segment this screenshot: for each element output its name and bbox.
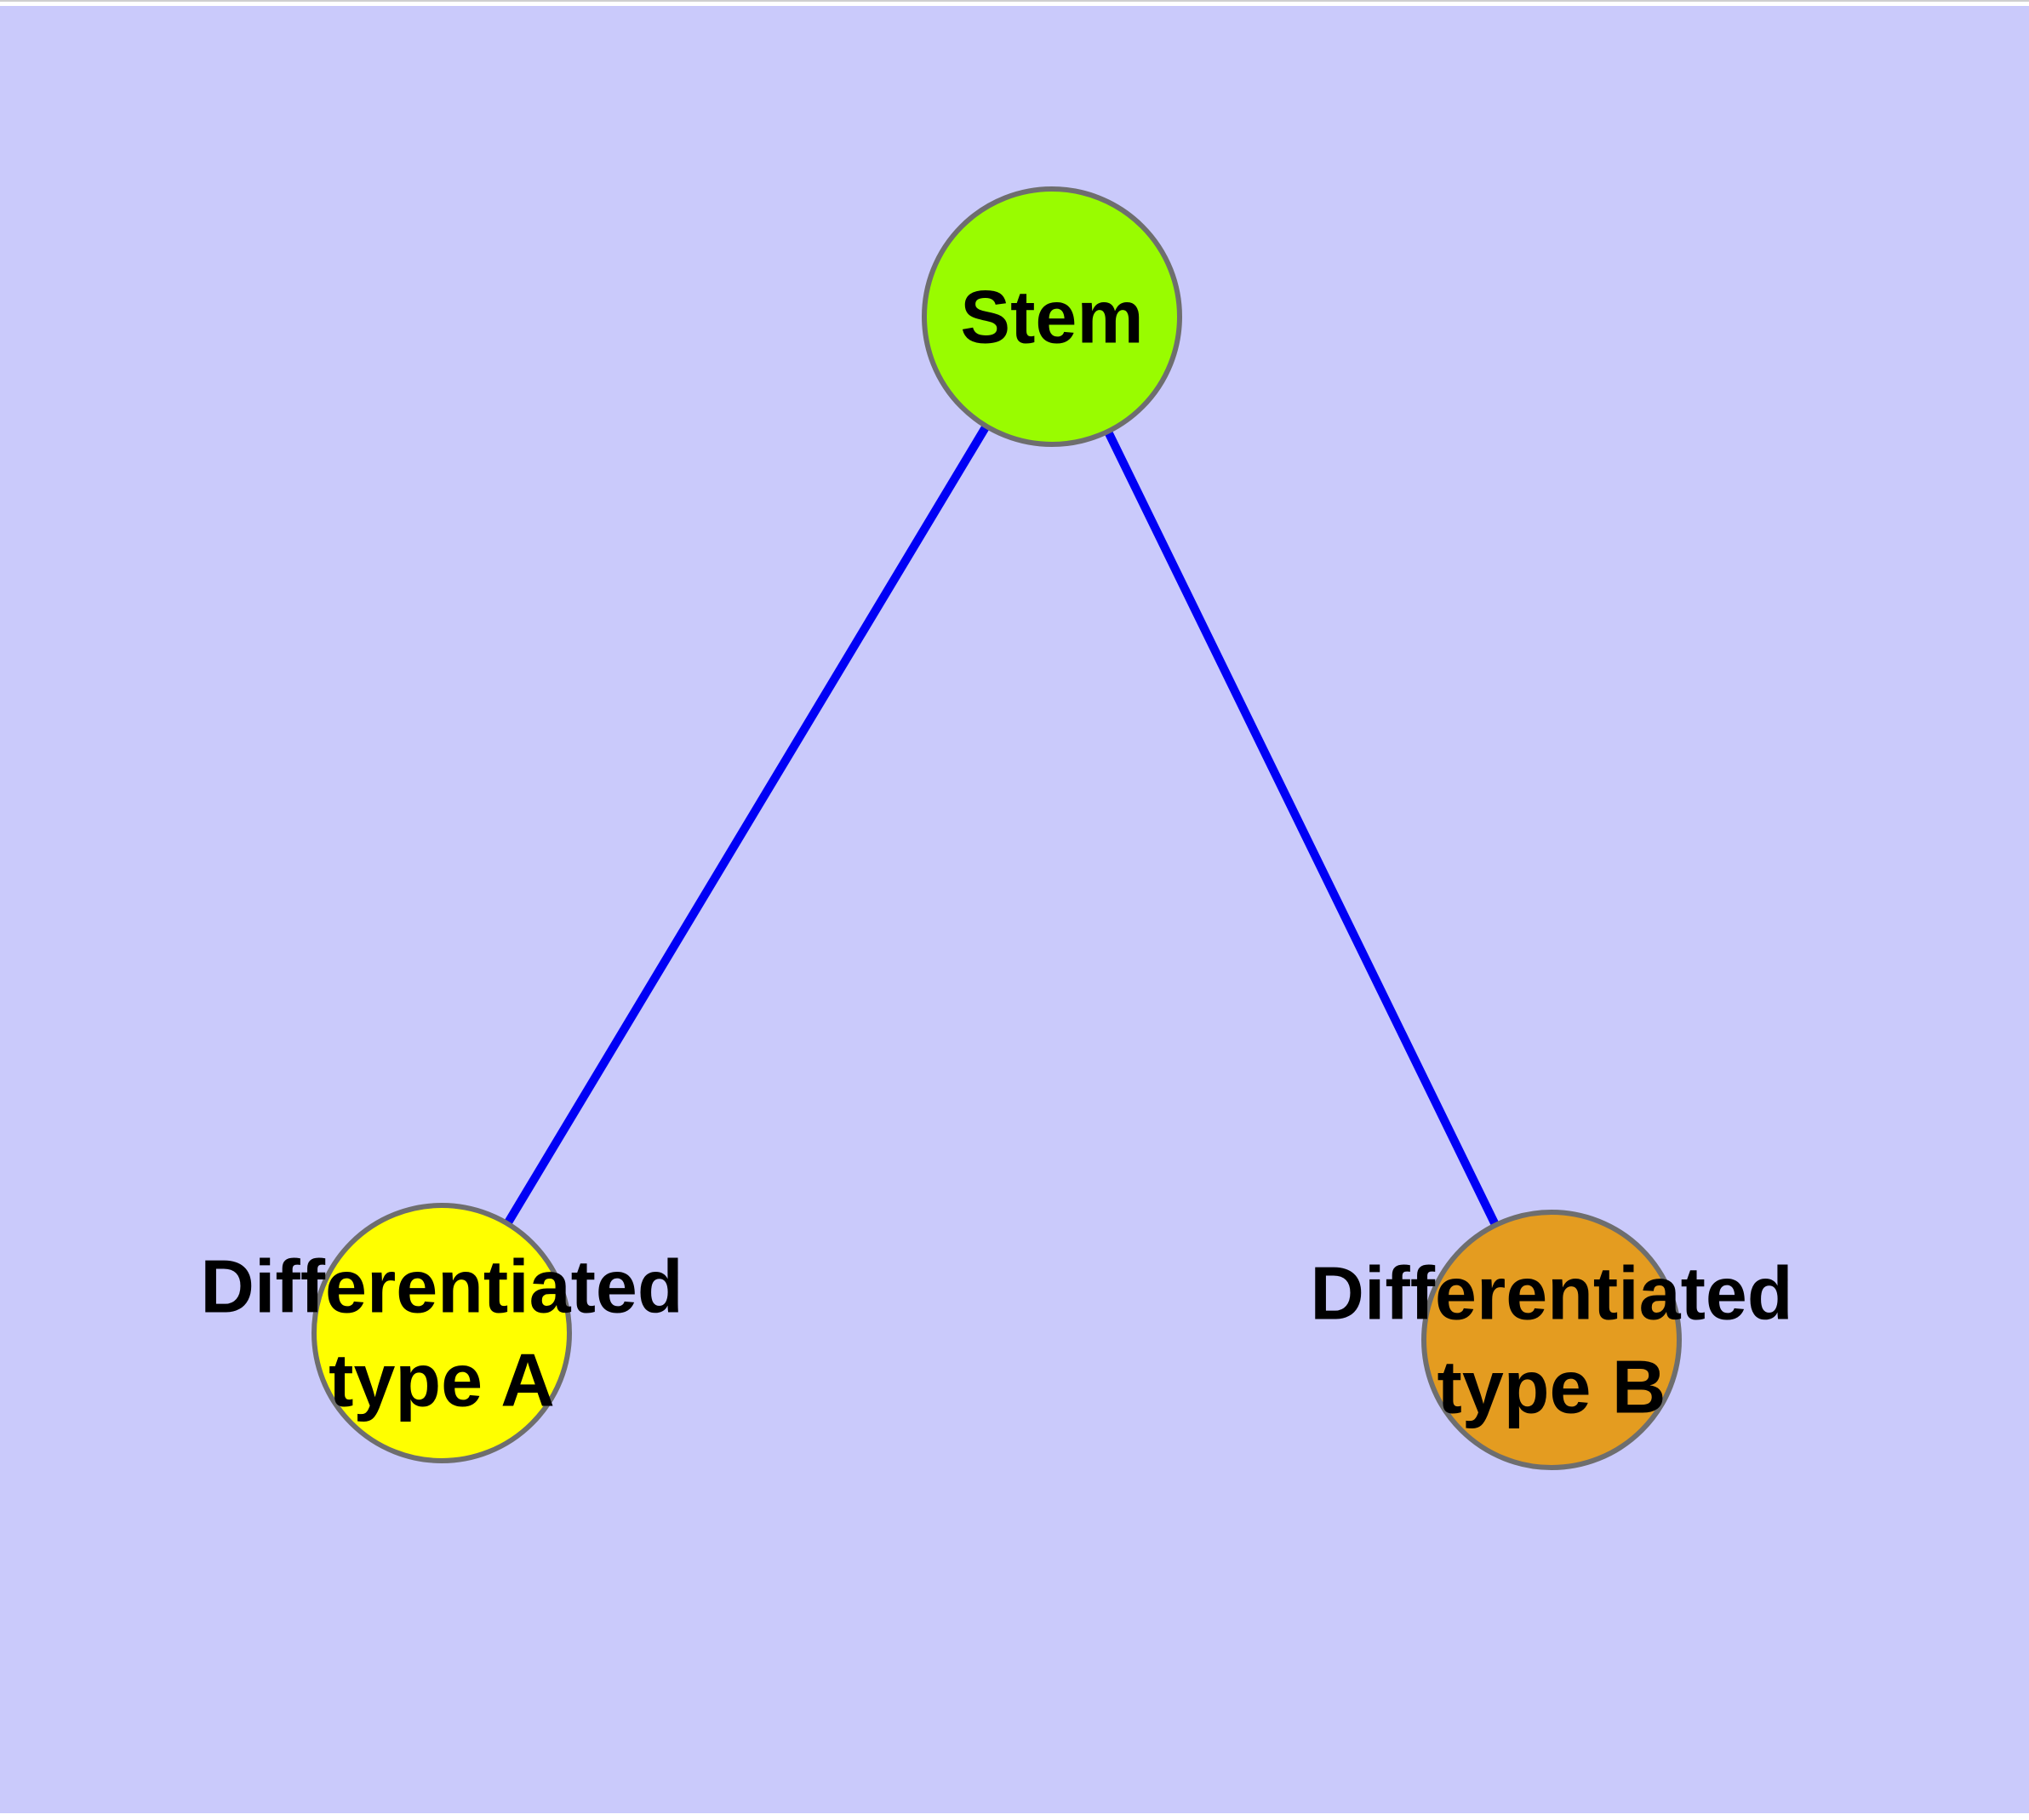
node-stem-circle [922,186,1182,447]
node-type-b: Differentiated type B [1310,1210,1793,1470]
node-type-a-label-line2: type A [329,1338,555,1422]
top-edge-line [0,0,2029,2]
node-type-b-circle [1421,1210,1682,1470]
edges [437,314,1556,1342]
node-type-a-circle [311,1203,572,1463]
node-type-b-label-line2: type B [1437,1345,1666,1429]
node-type-a-label-line1: Differentiated [200,1245,683,1329]
node-type-b-label-line1: Differentiated [1310,1251,1792,1336]
edge-stem-to-type-a [437,314,1056,1336]
edge-stem-to-type-b [1048,314,1556,1342]
node-stem-label: Stem [960,275,1143,359]
node-type-a: Differentiated type A [200,1203,683,1463]
node-stem: Stem [922,186,1182,447]
